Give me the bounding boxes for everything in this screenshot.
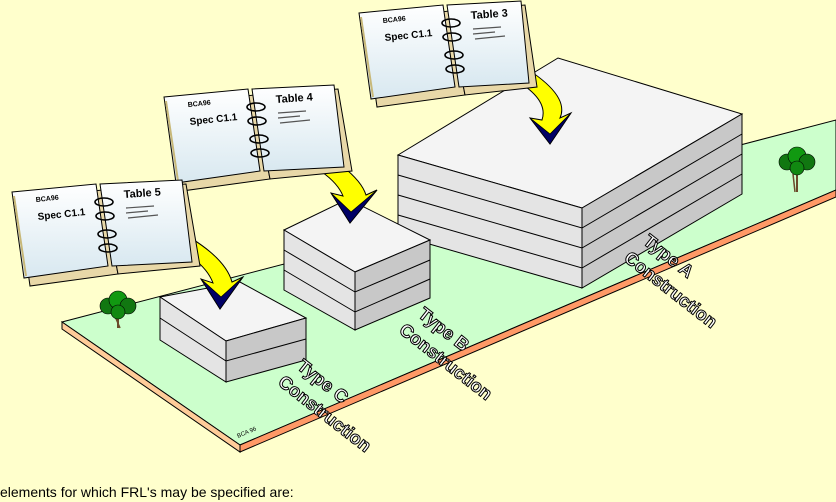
caption-text: elements for which FRL's may be specifie… <box>0 484 294 500</box>
book-spec: Spec C1.1 <box>384 28 433 44</box>
tree-icon <box>99 290 137 329</box>
book-code: BCA96 <box>187 100 211 109</box>
book-table: Table 4 <box>275 91 314 106</box>
book-code: BCA96 <box>35 195 59 204</box>
book-spec: Spec C1.1 <box>189 112 238 128</box>
book-table: Table 5 <box>123 186 161 201</box>
book-spec: Spec C1.1 <box>37 207 86 223</box>
building-type-a <box>396 57 744 289</box>
tree-icon <box>778 146 816 193</box>
spec-book-table-4: BCA96 Spec C1.1 Table 4 <box>163 84 353 192</box>
book-code: BCA96 <box>382 16 406 25</box>
book-table: Table 3 <box>470 7 508 22</box>
building-type-c <box>158 281 308 383</box>
spec-book-table-5: BCA96 Spec C1.1 Table 5 <box>11 179 201 287</box>
building-type-b <box>282 198 432 331</box>
spec-book-table-3: BCA96 Spec C1.1 Table 3 <box>358 0 538 108</box>
